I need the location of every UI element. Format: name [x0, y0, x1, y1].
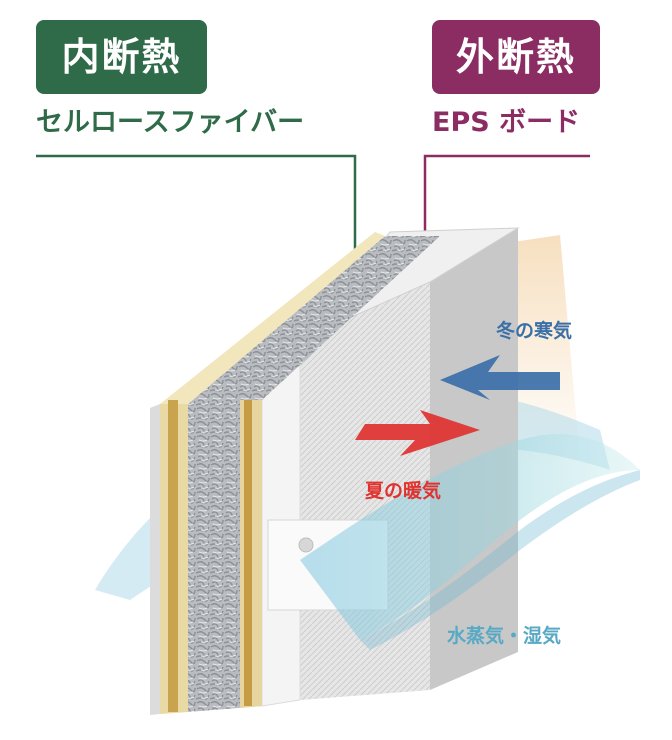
- leader-line-inner: [36, 154, 357, 296]
- vapor-label: 水蒸気・湿気: [447, 625, 562, 647]
- inner-insulation-material: セルロースファイバー: [36, 107, 305, 138]
- inner-board-top: [160, 232, 385, 404]
- warm-air-arrow: [355, 410, 480, 456]
- cold-air-label: 冬の寒気: [496, 320, 573, 342]
- warm-air-label: 夏の暖気: [365, 480, 442, 502]
- outer-insulation-badge: 外断熱: [432, 20, 600, 94]
- bolt-icon: [298, 537, 314, 553]
- wood-stud-right: [244, 400, 252, 706]
- inner-insulation-badge: 内断熱: [36, 20, 207, 94]
- cold-air-arrow: [440, 355, 560, 400]
- outer-insulation-material: EPS ボード: [432, 107, 581, 138]
- vapor-sheet-edge: [360, 470, 640, 650]
- interior-finish: [150, 404, 160, 715]
- vapor-sheet-front: [300, 434, 640, 640]
- wood-stud-left: [168, 400, 178, 712]
